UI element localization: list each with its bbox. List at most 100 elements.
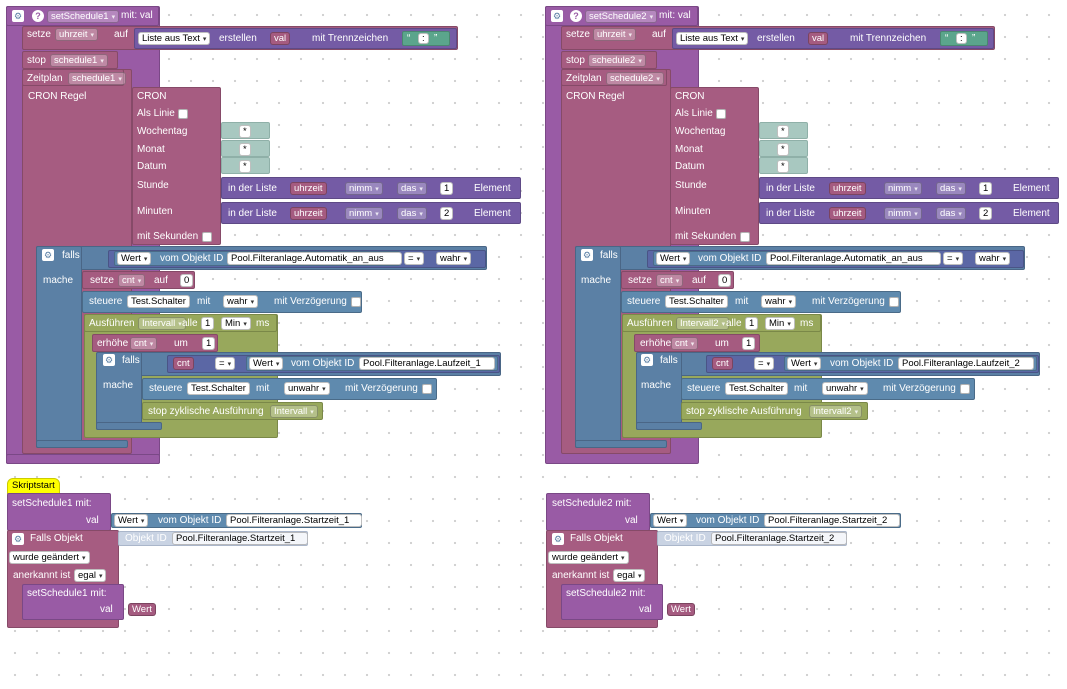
object-id-field[interactable]: Pool.Filteranlage.Automatik_an_aus <box>227 252 402 265</box>
increment-block[interactable] <box>92 334 218 352</box>
unit-dropdown[interactable]: Min▾ <box>765 317 795 330</box>
variable-dropdown-cnt[interactable]: cnt▾ <box>656 274 684 287</box>
take-dropdown[interactable]: nimm▾ <box>345 207 383 220</box>
object-id-field[interactable]: Pool.Filteranlage.Startzeit_1 <box>226 514 362 527</box>
as-line-checkbox[interactable] <box>178 109 188 119</box>
list-from-text-block[interactable] <box>672 28 994 49</box>
weekday-value[interactable]: * <box>239 125 251 138</box>
gear-icon[interactable]: ⚙ <box>103 354 115 366</box>
take-dropdown[interactable]: nimm▾ <box>884 182 922 195</box>
with-delay-checkbox[interactable] <box>960 384 970 394</box>
operator-dropdown[interactable]: =▾ <box>404 252 425 265</box>
bool-dropdown[interactable]: wahr▾ <box>436 252 472 265</box>
gear-icon[interactable]: ⚙ <box>641 354 653 366</box>
state-attr-dropdown[interactable]: Wert▾ <box>787 357 822 370</box>
date-value[interactable]: * <box>239 160 251 173</box>
ack-dropdown[interactable]: egal▾ <box>74 569 107 582</box>
increment-block[interactable] <box>634 334 760 352</box>
change-type-dropdown[interactable]: wurde geändert▾ <box>548 551 629 564</box>
variable-dropdown-uhrzeit[interactable]: uhrzeit▾ <box>55 28 99 41</box>
bool-dropdown[interactable]: wahr▾ <box>223 295 259 308</box>
gear-icon[interactable]: ⚙ <box>12 533 24 545</box>
schedule-name-field[interactable]: schedule2▾ <box>606 72 664 85</box>
with-delay-checkbox[interactable] <box>351 297 361 307</box>
number-field[interactable]: 1 <box>742 337 756 350</box>
call-setschedule1-inner[interactable] <box>22 584 124 620</box>
number-field[interactable]: 1 <box>202 337 216 350</box>
variable-cnt[interactable]: cnt <box>173 357 194 370</box>
schedule-dropdown[interactable]: schedule2▾ <box>588 54 646 67</box>
procedure-name-field[interactable]: setSchedule1▾ <box>47 10 120 23</box>
object-id-field[interactable]: Test.Schalter <box>665 295 728 308</box>
stop-schedule-block[interactable] <box>22 51 118 69</box>
interval-dropdown[interactable]: Intervall2▾ <box>809 405 863 418</box>
number-field[interactable]: 0 <box>180 274 194 287</box>
state-attr-dropdown[interactable]: Wert▾ <box>249 357 284 370</box>
variable-dropdown-cnt[interactable]: cnt▾ <box>671 337 699 350</box>
variable-uhrzeit[interactable]: uhrzeit <box>829 182 866 195</box>
interval-dropdown[interactable]: Intervall▾ <box>270 405 318 418</box>
set-cnt-block[interactable] <box>82 271 195 289</box>
gear-icon[interactable]: ⚙ <box>581 249 593 261</box>
change-type-dropdown[interactable]: wurde geändert▾ <box>9 551 90 564</box>
month-value[interactable]: * <box>777 143 789 156</box>
variable-val[interactable]: val <box>270 32 291 45</box>
with-delay-checkbox[interactable] <box>422 384 432 394</box>
help-icon[interactable]: ? <box>570 10 582 22</box>
number-field[interactable]: 0 <box>718 274 732 287</box>
object-id-field[interactable]: Pool.Filteranlage.Laufzeit_1 <box>359 357 495 370</box>
take-dropdown[interactable]: nimm▾ <box>345 182 383 195</box>
object-id-field[interactable]: Test.Schalter <box>127 295 190 308</box>
index-field[interactable]: 2 <box>440 207 454 220</box>
separator-text[interactable]: : <box>956 33 967 44</box>
variable-dropdown-uhrzeit[interactable]: uhrzeit▾ <box>593 28 637 41</box>
variable-wert[interactable]: Wert <box>128 603 156 616</box>
variable-cnt[interactable]: cnt <box>712 357 733 370</box>
object-id-field[interactable]: Test.Schalter <box>187 382 250 395</box>
bool-dropdown[interactable]: unwahr▾ <box>284 382 330 395</box>
cron-block[interactable] <box>132 87 221 245</box>
separator-text[interactable]: : <box>418 33 429 44</box>
variable-dropdown-cnt[interactable]: cnt▾ <box>118 274 146 287</box>
with-seconds-checkbox[interactable] <box>202 232 212 242</box>
interval-number-field[interactable]: 1 <box>745 317 759 330</box>
variable-uhrzeit[interactable]: uhrzeit <box>290 207 327 220</box>
date-value[interactable]: * <box>777 160 789 173</box>
object-id-field[interactable]: Test.Schalter <box>725 382 788 395</box>
stop-interval-block[interactable] <box>142 402 323 420</box>
procedure-header[interactable] <box>545 6 698 26</box>
state-attr-dropdown[interactable]: Wert▾ <box>656 252 691 265</box>
which-dropdown[interactable]: das▾ <box>397 207 427 220</box>
schedule-name-field[interactable]: schedule1▾ <box>68 72 126 85</box>
object-id-field[interactable]: Pool.Filteranlage.Automatik_an_aus <box>766 252 941 265</box>
which-dropdown[interactable]: das▾ <box>397 182 427 195</box>
state-attr-dropdown[interactable]: Wert▾ <box>653 514 688 527</box>
ack-dropdown[interactable]: egal▾ <box>613 569 646 582</box>
object-id-field[interactable]: Pool.Filteranlage.Startzeit_2 <box>711 532 847 545</box>
list-mode-dropdown[interactable]: Liste aus Text▾ <box>138 32 211 45</box>
as-line-checkbox[interactable] <box>716 109 726 119</box>
weekday-value[interactable]: * <box>777 125 789 138</box>
set-cnt-block[interactable] <box>621 271 734 289</box>
index-field[interactable]: 1 <box>979 182 993 195</box>
call-setschedule2-block[interactable] <box>546 493 650 531</box>
bool-dropdown[interactable]: unwahr▾ <box>822 382 868 395</box>
gear-icon[interactable]: ⚙ <box>551 10 563 22</box>
variable-val[interactable]: val <box>808 32 829 45</box>
operator-dropdown[interactable]: =▾ <box>943 252 964 265</box>
procedure-header[interactable] <box>6 6 159 26</box>
stop-schedule-block[interactable] <box>561 51 657 69</box>
interval-number-field[interactable]: 1 <box>201 317 215 330</box>
interval-name-field[interactable]: Intervall▾ <box>138 317 186 330</box>
variable-uhrzeit[interactable]: uhrzeit <box>829 207 866 220</box>
which-dropdown[interactable]: das▾ <box>936 207 966 220</box>
month-value[interactable]: * <box>239 143 251 156</box>
which-dropdown[interactable]: das▾ <box>936 182 966 195</box>
script-start-hat[interactable]: Skriptstart <box>7 478 60 494</box>
state-attr-dropdown[interactable]: Wert▾ <box>114 514 149 527</box>
gear-icon[interactable]: ⚙ <box>42 249 54 261</box>
interval-name-field[interactable]: Intervall2▾ <box>676 317 730 330</box>
list-from-text-block[interactable] <box>134 28 457 49</box>
variable-uhrzeit[interactable]: uhrzeit <box>290 182 327 195</box>
with-delay-checkbox[interactable] <box>889 297 899 307</box>
